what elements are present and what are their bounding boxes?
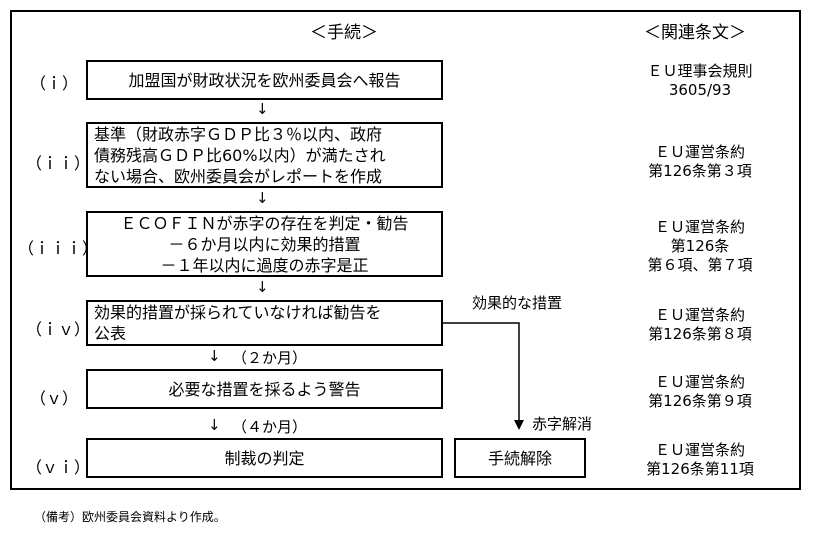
diagram-frame [10, 10, 801, 490]
article-4-line-2: 第126条第８項 [648, 325, 752, 343]
step-4-line-1: 効果的措置が採られていなければ勧告を [94, 303, 382, 322]
articles-header: ＜関連条文＞ [644, 23, 746, 43]
article-2-line-2: 第126条第３項 [648, 162, 752, 180]
article-2-line-1: ＥＵ運営条約 [654, 143, 745, 161]
article-2: ＥＵ運営条約 第126条第３項 [615, 143, 785, 181]
down-arrow-icon: ↓ [256, 100, 269, 118]
article-3-line-2: 第126条 [670, 237, 730, 255]
article-5-line-1: ＥＵ運営条約 [654, 373, 745, 391]
two-months-label: （２か月） [232, 349, 308, 367]
step-label-5: （ｖ） [30, 389, 79, 408]
step-3-line-1: ＥＣＯＦＩＮが赤字の存在を判定・勧告 [120, 213, 409, 233]
step-1-line-1: 加盟国が財政状況を欧州委員会へ報告 [128, 70, 401, 90]
step-2-line-1: 基準（財政赤字ＧＤＰ比３％以内、政府 [94, 124, 383, 144]
article-5-line-2: 第126条第９項 [648, 392, 752, 410]
step-label-3: （ｉｉｉ） [18, 239, 99, 258]
article-3: ＥＵ運営条約 第126条 第６項、第７項 [615, 218, 785, 275]
article-6-line-2: 第126条第11項 [646, 460, 754, 478]
procedure-header: ＜手続＞ [310, 23, 378, 43]
article-1-line-1: ＥＵ理事会規則 [647, 62, 753, 80]
step-label-6: （ｖｉ） [26, 458, 91, 477]
down-arrow-icon: ↓ [256, 278, 269, 296]
down-arrow-icon: ↓ [208, 347, 221, 365]
step-5-line-1: 必要な措置を採るよう警告 [168, 379, 361, 399]
step-label-2: （ｉｉ） [26, 154, 91, 173]
down-arrow-icon: ↓ [256, 189, 269, 207]
step-6-line-1: 制裁の判定 [224, 448, 305, 468]
article-6: ＥＵ運営条約 第126条第11項 [615, 441, 785, 479]
procedure-release-label: 手続解除 [487, 448, 552, 468]
article-6-line-1: ＥＵ運営条約 [654, 441, 745, 459]
step-3-line-3: －１年以内に過度の赤字是正 [160, 255, 369, 275]
step-box-1: 加盟国が財政状況を欧州委員会へ報告 [86, 60, 443, 100]
step-label-1: （ｉ） [30, 74, 79, 93]
step-label-4: （ｉｖ） [26, 320, 91, 339]
source-note: （備考）欧州委員会資料より作成。 [34, 510, 226, 524]
article-3-line-1: ＥＵ運営条約 [654, 218, 745, 236]
step-2-line-3: ない場合、欧州委員会がレポートを作成 [94, 166, 383, 186]
step-3-line-2: －６か月以内に効果的措置 [168, 234, 361, 254]
down-arrowhead-icon [514, 420, 524, 430]
step-2-line-2: 債務残高ＧＤＰ比60%以内）が満たされ [94, 145, 386, 165]
article-5: ＥＵ運営条約 第126条第９項 [615, 373, 785, 411]
step-box-5: 必要な措置を採るよう警告 [86, 369, 443, 409]
article-4: ＥＵ運営条約 第126条第８項 [615, 306, 785, 344]
step-box-3: ＥＣＯＦＩＮが赤字の存在を判定・勧告 －６か月以内に効果的措置 －１年以内に過度… [86, 211, 443, 277]
step-box-4: 効果的措置が採られていなければ勧告を 公表 [86, 300, 443, 346]
step-4-line-2: 公表 [94, 324, 127, 343]
article-3-line-3: 第６項、第７項 [647, 256, 753, 274]
step-box-2: 基準（財政赤字ＧＤＰ比３％以内、政府 債務残高ＧＤＰ比60%以内）が満たされ な… [86, 122, 443, 188]
down-arrow-icon: ↓ [208, 416, 221, 434]
effective-measures-label: 効果的な措置 [472, 294, 563, 312]
four-months-label: （４か月） [232, 418, 308, 436]
article-4-line-1: ＥＵ運営条約 [654, 306, 745, 324]
effective-measures-line [443, 322, 520, 424]
deficit-resolved-label: 赤字解消 [532, 415, 593, 433]
step-box-6: 制裁の判定 [86, 438, 443, 478]
article-1: ＥＵ理事会規則 3605/93 [615, 62, 785, 100]
procedure-release-box: 手続解除 [454, 438, 586, 478]
article-1-line-2: 3605/93 [668, 81, 732, 99]
